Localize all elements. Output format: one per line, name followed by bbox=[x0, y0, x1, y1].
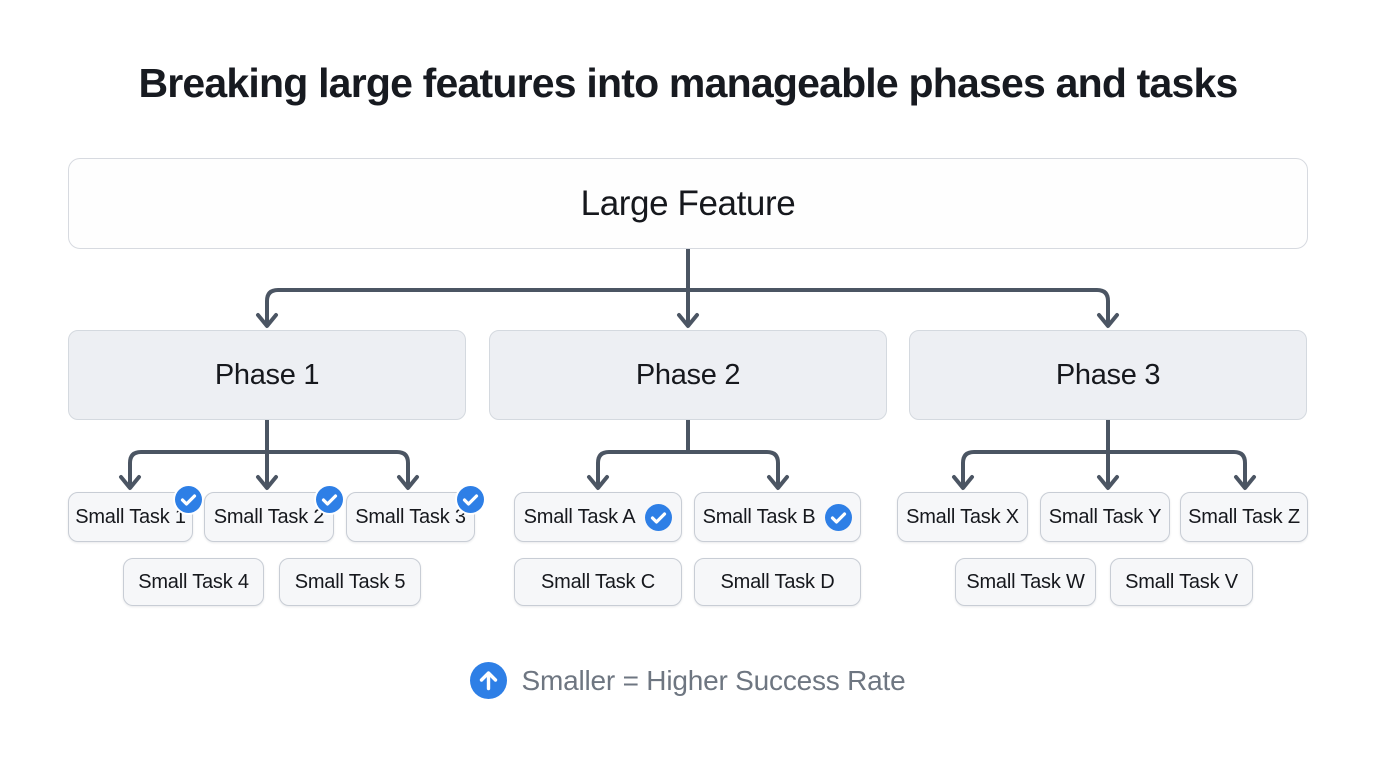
task-label: Small Task X bbox=[906, 505, 1019, 528]
task-label: Small Task Z bbox=[1188, 505, 1300, 528]
connector-phase3-to-tasks bbox=[952, 418, 1256, 490]
task-label: Small Task B bbox=[702, 505, 816, 528]
task-node-small-task-3: Small Task 3 bbox=[346, 486, 484, 542]
task-node-small-task-4: Small Task 4 bbox=[123, 558, 264, 606]
node-large-feature-label: Large Feature bbox=[580, 183, 796, 223]
task-node-small-task-5: Small Task 5 bbox=[279, 558, 421, 606]
check-badge bbox=[457, 486, 484, 513]
check-icon bbox=[180, 494, 197, 506]
task-label: Small Task 5 bbox=[294, 570, 406, 593]
check-badge bbox=[645, 503, 673, 531]
node-phase-2: Phase 2 bbox=[489, 330, 887, 420]
task-node-small-task-z: Small Task Z bbox=[1180, 492, 1308, 542]
task-label: Small Task 2 bbox=[213, 505, 325, 528]
node-phase-3: Phase 3 bbox=[909, 330, 1307, 420]
check-icon bbox=[651, 511, 667, 524]
task-label: Small Task 1 bbox=[75, 505, 186, 528]
task-node-small-task-x: Small Task X bbox=[897, 492, 1028, 542]
task-label: Small Task C bbox=[541, 570, 655, 593]
task-node-small-task-1: Small Task 1 bbox=[68, 486, 202, 542]
node-phase-2-label: Phase 2 bbox=[635, 358, 741, 391]
task-label: Small Task A bbox=[523, 505, 636, 528]
task-label: Small Task V bbox=[1125, 570, 1238, 593]
task-label: Small Task W bbox=[966, 570, 1085, 593]
arrow-up-circle-icon bbox=[470, 662, 508, 699]
node-large-feature: Large Feature bbox=[68, 158, 1308, 249]
check-badge bbox=[316, 486, 343, 513]
task-label: Small Task Y bbox=[1048, 505, 1162, 528]
task-label: Small Task D bbox=[720, 570, 835, 593]
check-badge bbox=[175, 486, 202, 513]
task-label: Small Task 4 bbox=[138, 570, 249, 593]
task-node-small-task-a: Small Task A bbox=[514, 492, 682, 542]
task-node-small-task-w: Small Task W bbox=[955, 558, 1096, 606]
diagram-title: Breaking large features into manageable … bbox=[138, 60, 1238, 106]
task-node-small-task-b: Small Task B bbox=[694, 492, 861, 542]
legend: Smaller = Higher Success Rate bbox=[0, 662, 1376, 699]
task-node-small-task-d: Small Task D bbox=[694, 558, 861, 606]
task-node-small-task-2: Small Task 2 bbox=[204, 486, 343, 542]
check-badge bbox=[825, 503, 853, 531]
connector-feature-to-phases bbox=[256, 247, 1119, 328]
connector-phase2-to-tasks bbox=[587, 418, 789, 490]
legend-text: Smaller = Higher Success Rate bbox=[521, 664, 906, 696]
node-phase-1-label: Phase 1 bbox=[214, 358, 320, 391]
connector-phase1-to-tasks bbox=[119, 418, 419, 490]
node-phase-3-label: Phase 3 bbox=[1055, 358, 1161, 391]
check-icon bbox=[462, 494, 479, 506]
check-icon bbox=[831, 511, 847, 524]
task-node-small-task-y: Small Task Y bbox=[1040, 492, 1170, 542]
check-icon bbox=[321, 494, 338, 506]
task-label: Small Task 3 bbox=[355, 505, 466, 528]
task-node-small-task-c: Small Task C bbox=[514, 558, 682, 606]
node-phase-1: Phase 1 bbox=[68, 330, 466, 420]
task-node-small-task-v: Small Task V bbox=[1110, 558, 1253, 606]
